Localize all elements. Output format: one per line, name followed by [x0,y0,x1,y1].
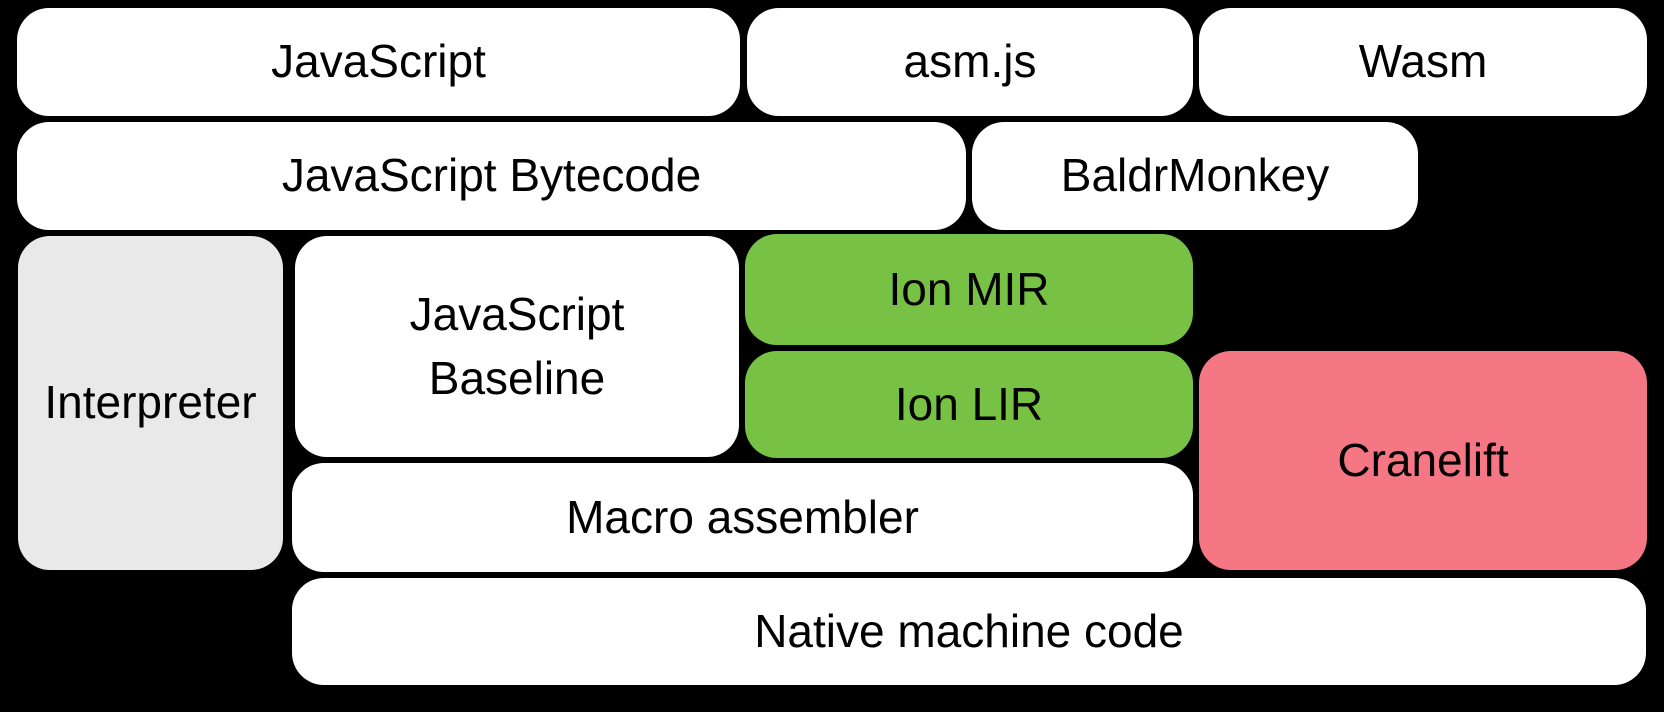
node-macro-assembler: Macro assembler [292,463,1193,572]
node-asmjs: asm.js [747,8,1193,116]
node-javascript-baseline: JavaScript Baseline [295,236,739,457]
node-ion-mir: Ion MIR [745,234,1193,345]
node-baldrmonkey: BaldrMonkey [972,122,1418,230]
node-native-machine-code: Native machine code [292,578,1646,685]
node-wasm: Wasm [1199,8,1647,116]
node-cranelift: Cranelift [1199,351,1647,570]
node-ion-lir: Ion LIR [745,351,1193,458]
node-javascript-bytecode: JavaScript Bytecode [17,122,966,230]
node-interpreter: Interpreter [18,236,283,570]
node-javascript: JavaScript [17,8,740,116]
